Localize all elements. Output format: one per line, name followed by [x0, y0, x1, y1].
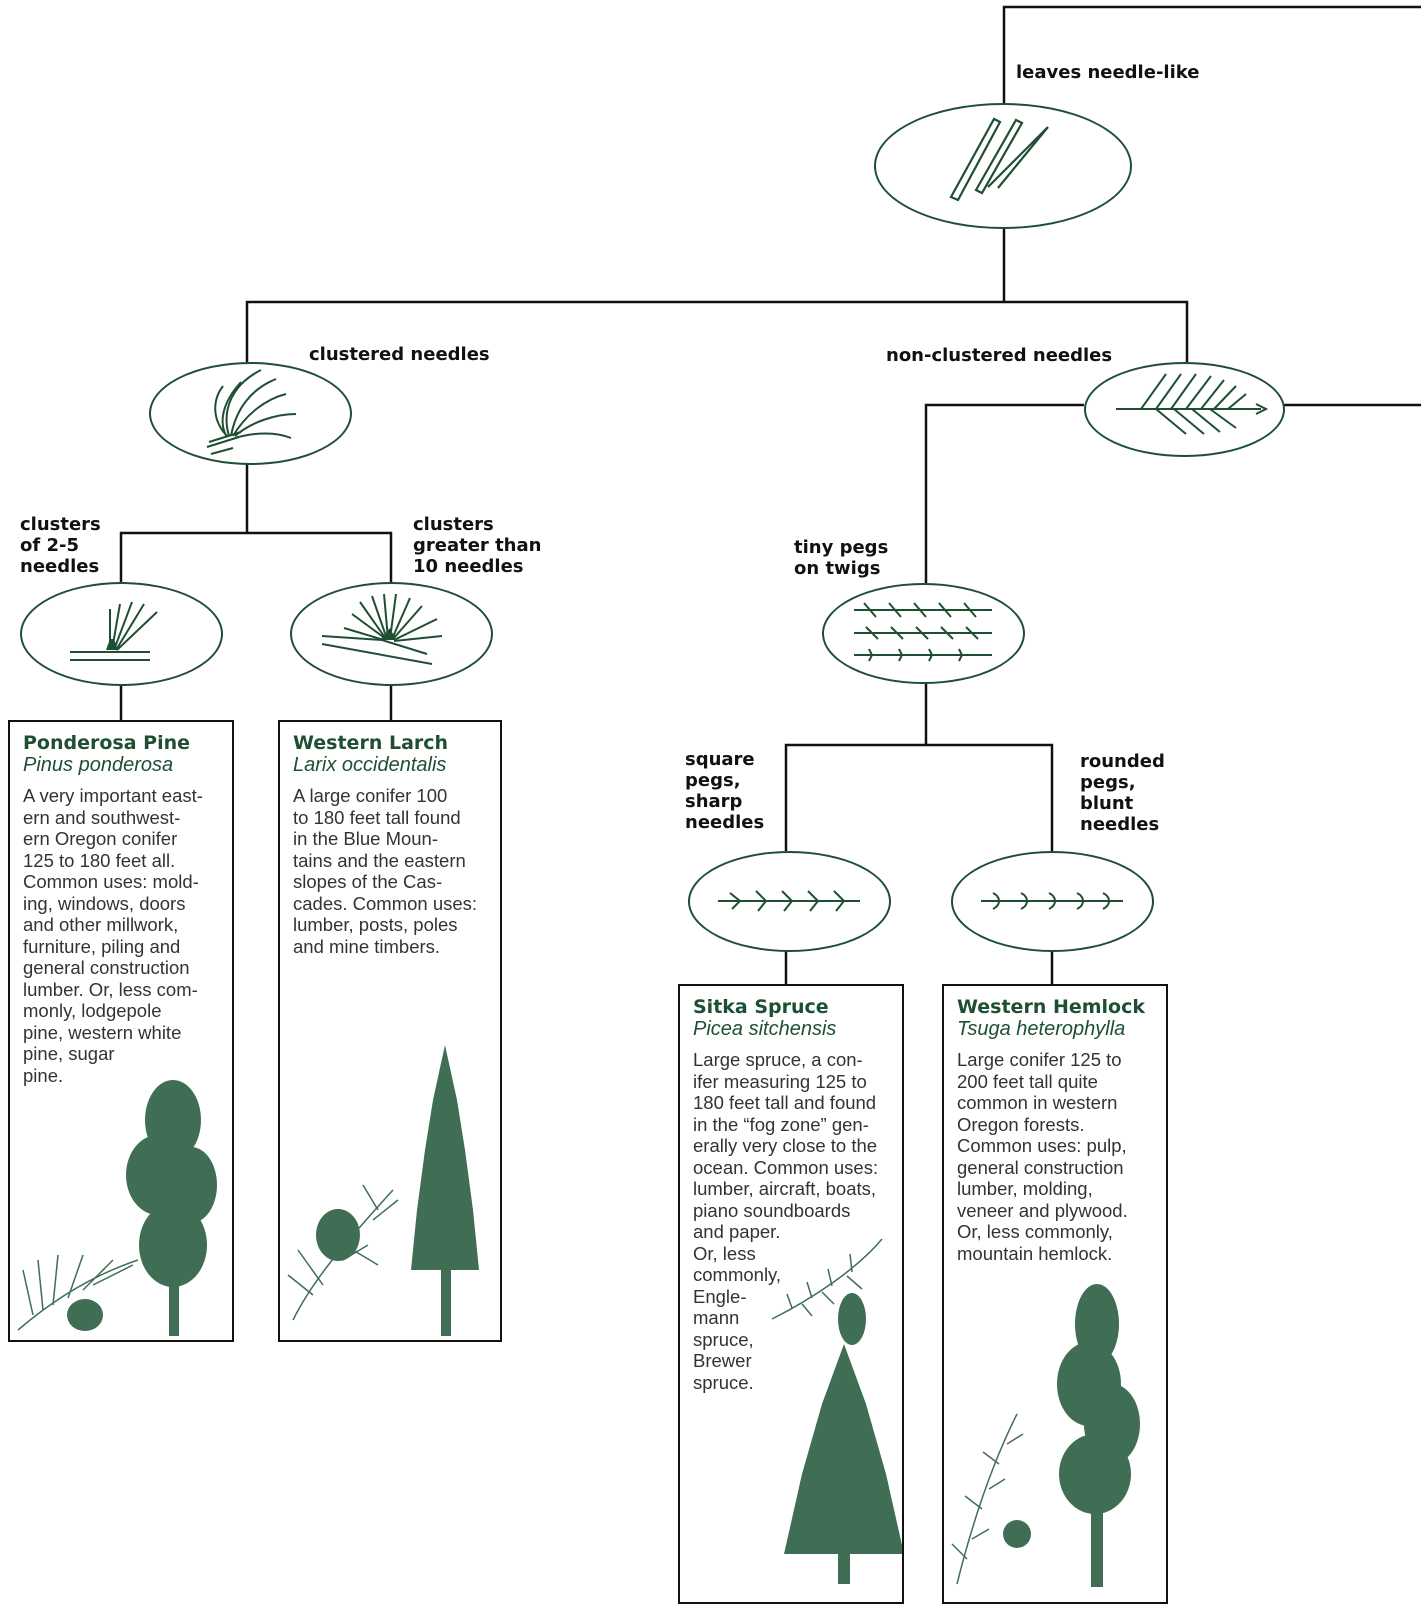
species-card-western-hemlock: Western Hemlock Tsuga heterophylla Large… — [942, 984, 1168, 1604]
species-card-ponderosa-pine: Ponderosa Pine Pinus ponderosa A very im… — [8, 720, 234, 1342]
species-card-sitka-spruce: Sitka Spruce Picea sitchensis Large spru… — [678, 984, 904, 1604]
square-peg-twig-node — [688, 851, 891, 952]
needle-cluster-icon — [206, 369, 297, 455]
species-common-name: Sitka Spruce — [693, 996, 829, 1018]
flat-spray-icon — [1116, 373, 1269, 435]
species-common-name: Ponderosa Pine — [23, 732, 191, 754]
species-card-western-larch: Western Larch Larix occidentalis A large… — [278, 720, 502, 1342]
needle-cluster-node — [149, 362, 352, 465]
species-scientific-name: Pinus ponderosa — [23, 754, 174, 776]
larch-tuft-node — [290, 582, 493, 686]
species-scientific-name: Tsuga heterophylla — [957, 1018, 1126, 1040]
pegged-twig-node — [822, 583, 1025, 684]
label-tiny-pegs: tiny pegs on twigs — [794, 537, 889, 579]
rounded-peg-twig-node — [951, 851, 1154, 952]
label-leaves-needle-like: leaves needle-like — [1016, 62, 1200, 83]
pegged-twig-icon — [854, 602, 992, 662]
species-description: A very important east-ern and southwest-… — [23, 785, 203, 1086]
species-scientific-name: Picea sitchensis — [693, 1018, 837, 1040]
label-non-clustered-needles: non-clustered needles — [886, 345, 1113, 366]
species-scientific-name: Larix occidentalis — [293, 754, 447, 776]
rounded-peg-twig-icon — [981, 892, 1123, 910]
label-clusters-greater-than-10: clusters greater than 10 needles — [413, 514, 542, 577]
square-peg-twig-icon — [718, 890, 860, 912]
larch-tuft-icon — [321, 593, 443, 665]
label-rounded-pegs: rounded pegs, blunt needles — [1080, 751, 1165, 835]
label-clusters-2-5: clusters of 2-5 needles — [20, 514, 101, 577]
western-larch-tree-icon — [287, 1045, 479, 1336]
flat-spray-node — [1084, 362, 1285, 457]
species-description: Large spruce, a con-ifer measuring 125 t… — [693, 1049, 879, 1393]
needle-leaf-node — [874, 103, 1132, 229]
western-hemlock-tree-icon — [951, 1284, 1140, 1587]
needle-leaf-icon — [949, 117, 1049, 202]
label-square-pegs: square pegs, sharp needles — [685, 749, 765, 833]
pine-fascicle-node — [20, 582, 223, 686]
species-common-name: Western Larch — [293, 732, 449, 754]
label-clustered-needles: clustered needles — [309, 344, 490, 365]
sitka-spruce-tree-icon — [771, 1238, 902, 1584]
species-common-name: Western Hemlock — [957, 996, 1146, 1018]
pine-fascicle-icon — [70, 601, 158, 661]
ponderosa-pine-tree-icon — [17, 1080, 217, 1336]
